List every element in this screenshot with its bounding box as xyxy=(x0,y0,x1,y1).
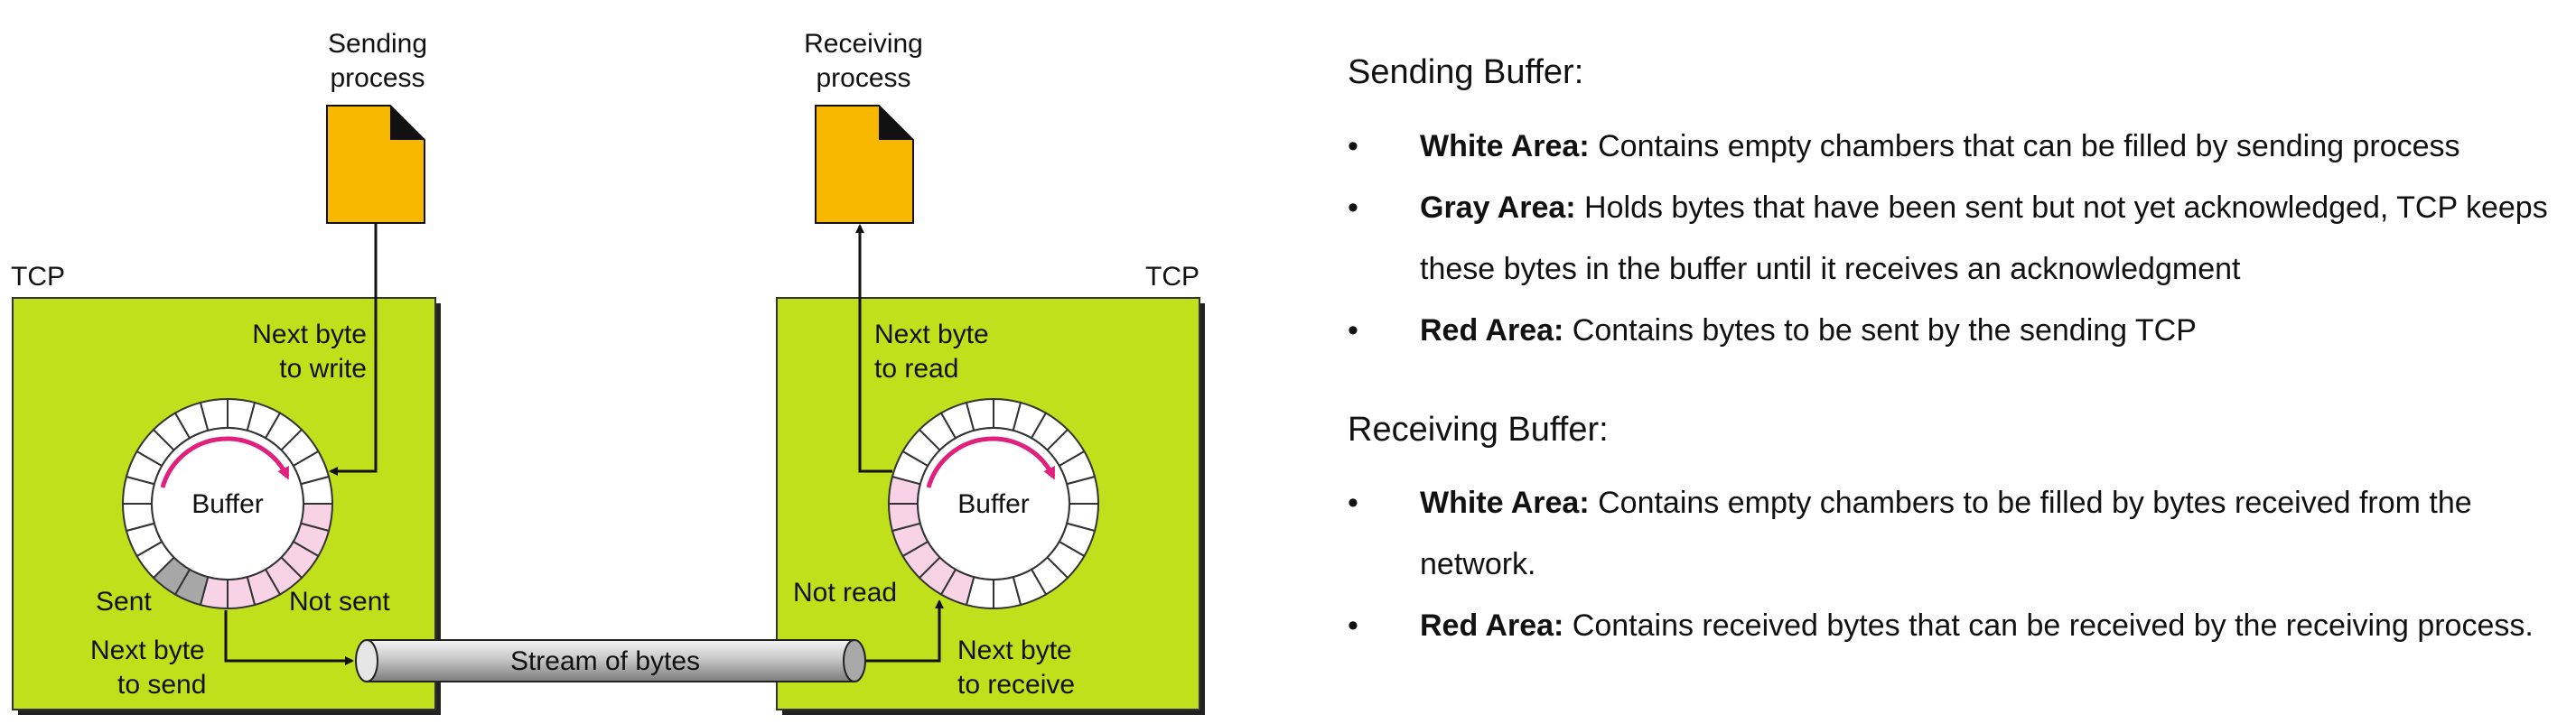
sending-process-label-1: Sending xyxy=(328,29,427,59)
receiving-buffer-title: Receiving Buffer: xyxy=(1348,410,1609,449)
list-item: • Red Area: Contains received bytes that … xyxy=(1348,595,2558,656)
receive-connector xyxy=(856,599,944,663)
receiving-process-label-2: process xyxy=(816,63,910,93)
next-byte-to-send-label-1: Next byte xyxy=(90,636,205,665)
list-item: • White Area: Contains empty chambers tha… xyxy=(1348,116,2558,177)
item-label: Red Area: xyxy=(1420,312,1564,348)
sent-label: Sent xyxy=(96,587,152,617)
item-text: Contains empty chambers that can be fill… xyxy=(1589,128,2460,163)
item-text: Contains received bytes that can be rece… xyxy=(1563,608,2534,644)
next-byte-to-receive-label-2: to receive xyxy=(957,670,1075,700)
pipe-body xyxy=(366,639,855,682)
receiving-ring-buffer xyxy=(887,397,1100,610)
sending-ring-buffer xyxy=(121,397,334,610)
not-sent-label: Not sent xyxy=(289,587,390,617)
next-byte-to-send-label-2: to send xyxy=(117,670,206,700)
bullet: • xyxy=(1348,312,1358,348)
bullet: • xyxy=(1348,486,1358,521)
next-byte-to-write-label-2: to write xyxy=(279,354,367,384)
tcp-buffer-diagram: Sending process Receiving process TCP TC… xyxy=(11,29,1205,715)
sending-process: Sending process xyxy=(326,29,427,224)
tcp-right-label: TCP xyxy=(1145,262,1199,292)
not-read-label: Not read xyxy=(793,578,897,608)
stream-pipe: Stream of bytes xyxy=(355,639,866,682)
sending-buffer-title: Sending Buffer: xyxy=(1348,53,1584,91)
write-arrow xyxy=(329,223,378,476)
pipe-end-right xyxy=(843,639,866,682)
receiving-process-label-1: Receiving xyxy=(804,29,923,59)
item-label: Red Area: xyxy=(1420,608,1564,644)
item-label: Gray Area: xyxy=(1420,190,1576,225)
sending-file-corner xyxy=(390,106,425,140)
receiving-process: Receiving process xyxy=(804,29,923,224)
read-arrow xyxy=(855,224,892,473)
receiving-buffer-inner xyxy=(917,427,1070,580)
receiving-buffer-list: • White Area: Contains empty chambers to … xyxy=(1348,472,2558,656)
next-byte-to-read-label-2: to read xyxy=(874,354,958,384)
buffer-notes: Sending Buffer: • White Area: Contains em… xyxy=(1348,52,2558,705)
list-item: • White Area: Contains empty chambers to … xyxy=(1348,472,2558,595)
bullet: • xyxy=(1348,190,1358,225)
sending-rotation-arrow xyxy=(160,436,290,488)
bullet: • xyxy=(1348,128,1358,163)
next-byte-to-write-label-1: Next byte xyxy=(252,320,367,349)
bullet: • xyxy=(1348,608,1358,644)
pipe-end-left xyxy=(355,639,378,682)
next-byte-to-read-label-1: Next byte xyxy=(874,320,989,349)
sending-process-label-2: process xyxy=(330,63,425,93)
stream-label: Stream of bytes xyxy=(510,646,700,676)
tcp-left-label: TCP xyxy=(11,262,65,292)
list-item: • Red Area: Contains bytes to be sent by … xyxy=(1348,300,2558,361)
item-text: Holds bytes that have been sent but not … xyxy=(1420,190,2548,286)
list-item: • Gray Area: Holds bytes that have been s… xyxy=(1348,177,2558,300)
item-text: Contains empty chambers to be filled by … xyxy=(1420,486,2472,582)
sending-buffer-inner xyxy=(151,427,304,580)
buffer-left-label: Buffer xyxy=(191,489,264,519)
receiving-file-icon xyxy=(815,105,914,224)
sending-buffer-section: Sending Buffer: • White Area: Contains em… xyxy=(1348,52,2558,361)
item-label: White Area: xyxy=(1420,486,1590,521)
receiving-rotation-arrow xyxy=(926,436,1056,488)
next-byte-to-receive-label-1: Next byte xyxy=(957,636,1072,665)
receiving-file-corner xyxy=(879,106,913,140)
item-text: Contains bytes to be sent by the sending… xyxy=(1563,312,2197,348)
sending-file-icon xyxy=(326,105,425,224)
send-connector xyxy=(224,610,354,665)
sending-buffer-list: • White Area: Contains empty chambers tha… xyxy=(1348,116,2558,361)
item-label: White Area: xyxy=(1420,128,1590,163)
receiving-buffer-section: Receiving Buffer: • White Area: Contains … xyxy=(1348,410,2558,657)
buffer-right-label: Buffer xyxy=(957,489,1030,519)
